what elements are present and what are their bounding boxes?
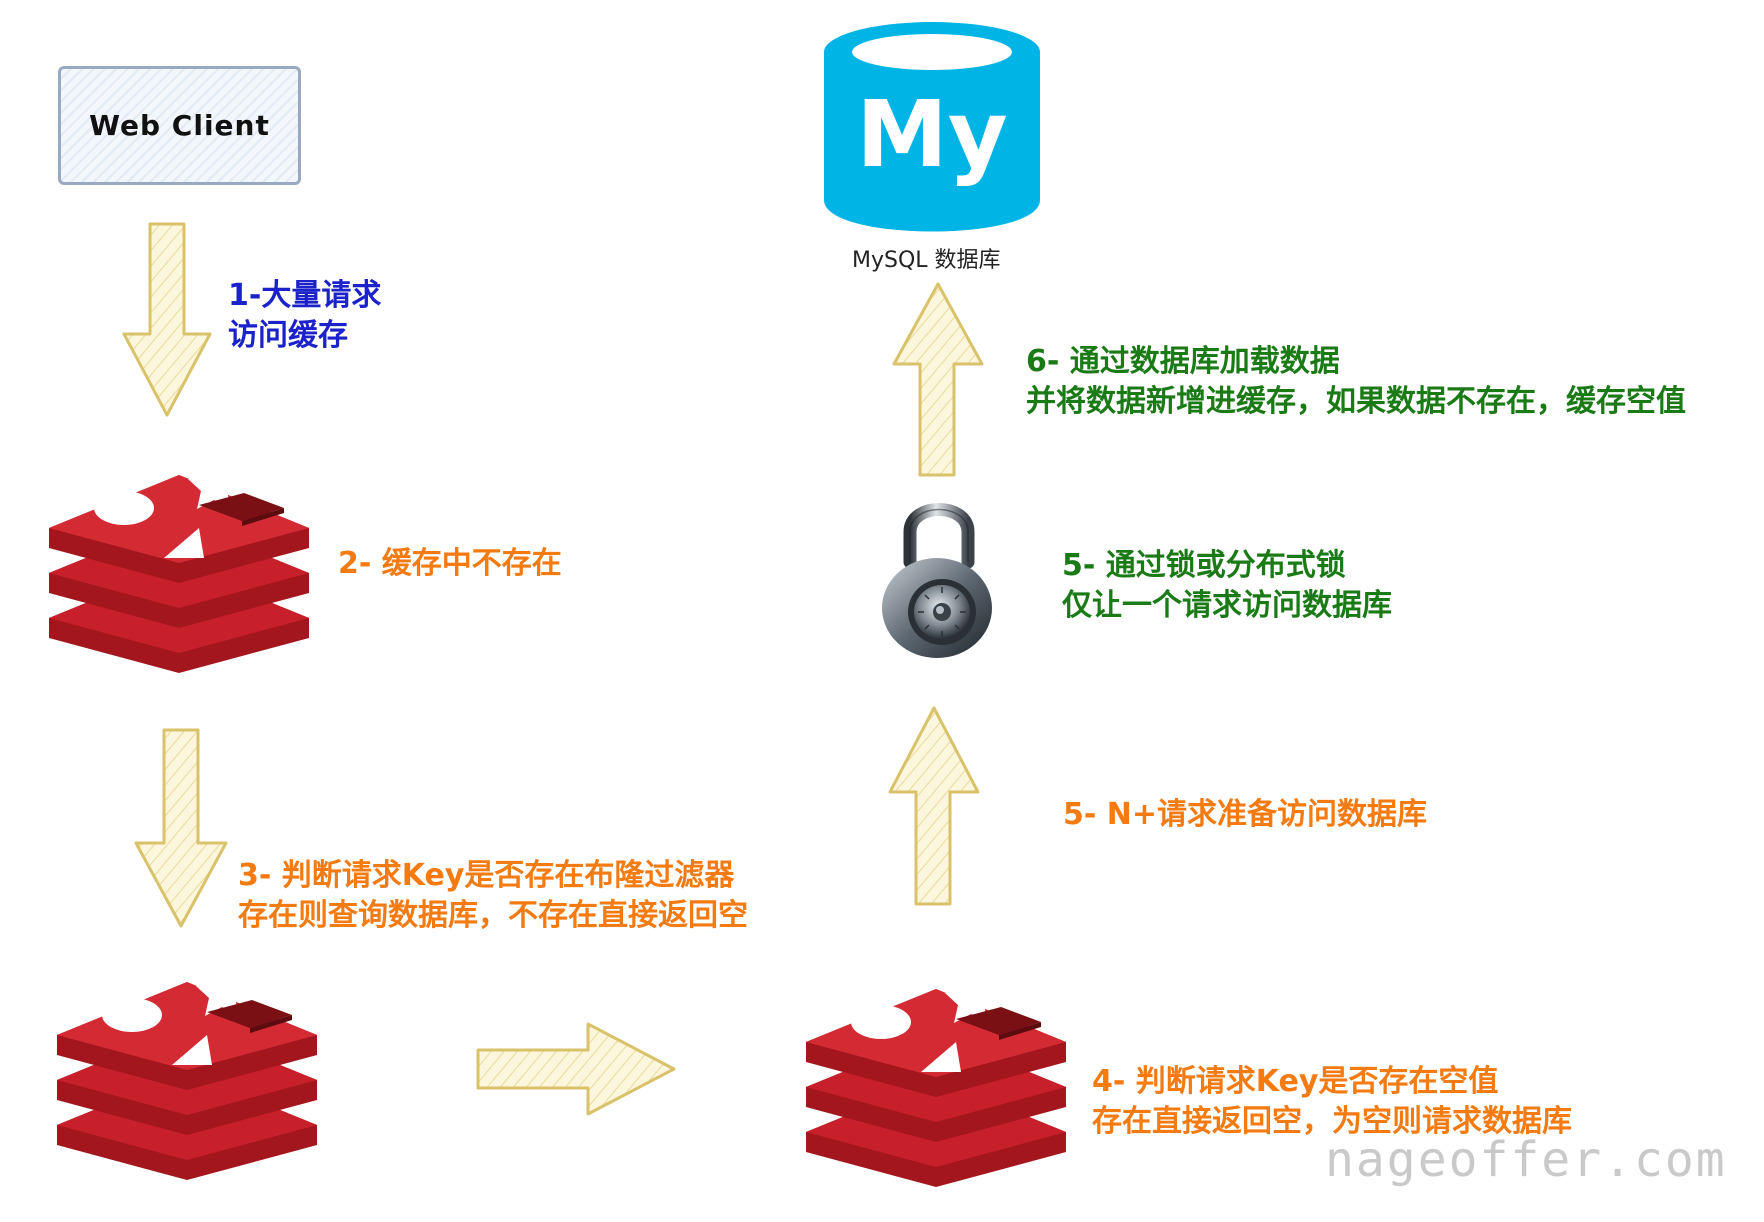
step-1-line-1: 1-大量请求 bbox=[228, 278, 382, 313]
step-3-text: 3- 判断请求Key是否存在布隆过滤器 存在则查询数据库，不存在直接返回空 bbox=[238, 856, 748, 936]
redis-icon bbox=[806, 975, 1066, 1187]
web-client-label: Web Client bbox=[89, 109, 270, 142]
step-2-line-1: 2- 缓存中不存在 bbox=[338, 546, 562, 581]
arrow-up-lower-icon bbox=[888, 706, 980, 906]
step-3-line-1: 3- 判断请求Key是否存在布隆过滤器 bbox=[238, 858, 735, 893]
arrow-right-icon bbox=[476, 1022, 676, 1116]
step-4-line-2: 存在直接返回空，为空则请求数据库 bbox=[1092, 1104, 1572, 1139]
web-client-box: Web Client bbox=[58, 66, 301, 185]
database-caption: MySQL 数据库 bbox=[852, 248, 1001, 273]
arrow-up-upper-icon bbox=[892, 282, 984, 477]
step-4-text: 4- 判断请求Key是否存在空值 存在直接返回空，为空则请求数据库 bbox=[1092, 1062, 1572, 1142]
arrow-down-1-icon bbox=[122, 222, 212, 417]
step-5a-text: 5- N+请求准备访问数据库 bbox=[1063, 795, 1427, 835]
mysql-logo-text: My bbox=[856, 81, 1008, 188]
redis-icon bbox=[57, 968, 317, 1180]
step-5b-line-2: 仅让一个请求访问数据库 bbox=[1062, 588, 1392, 623]
step-6-text: 6- 通过数据库加载数据 并将数据新增进缓存，如果数据不存在，缓存空值 bbox=[1026, 342, 1686, 422]
step-5b-text: 5- 通过锁或分布式锁 仅让一个请求访问数据库 bbox=[1062, 546, 1392, 626]
step-5b-line-1: 5- 通过锁或分布式锁 bbox=[1062, 548, 1346, 583]
step-6-line-2: 并将数据新增进缓存，如果数据不存在，缓存空值 bbox=[1026, 384, 1686, 419]
arrow-down-2-icon bbox=[134, 728, 228, 928]
step-6-line-1: 6- 通过数据库加载数据 bbox=[1026, 344, 1340, 379]
step-3-line-2: 存在则查询数据库，不存在直接返回空 bbox=[238, 898, 748, 933]
step-5a-line-1: 5- N+请求准备访问数据库 bbox=[1063, 797, 1428, 832]
watermark: nageoffer.com bbox=[1325, 1132, 1727, 1188]
padlock-icon bbox=[882, 503, 992, 658]
mysql-icon: My bbox=[824, 22, 1040, 232]
step-1-line-2: 访问缓存 bbox=[228, 318, 348, 353]
step-1-text: 1-大量请求 访问缓存 bbox=[228, 276, 381, 356]
step-4-line-1: 4- 判断请求Key是否存在空值 bbox=[1092, 1064, 1499, 1099]
redis-icon bbox=[49, 461, 309, 673]
step-2-text: 2- 缓存中不存在 bbox=[338, 544, 562, 584]
